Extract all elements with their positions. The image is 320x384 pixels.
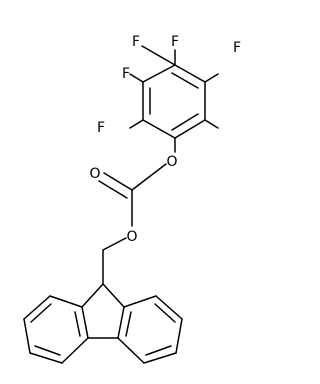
carbonate-linker <box>98 137 176 285</box>
fluorine-label: F <box>97 120 105 136</box>
bond <box>29 352 63 364</box>
bond <box>174 64 206 83</box>
oxygen-label: O <box>126 229 137 245</box>
atom-labels: F F F F F O O O <box>89 34 241 245</box>
pentafluorophenyl-ring <box>141 45 206 139</box>
bond <box>142 64 176 83</box>
oxygen-label: O <box>89 166 100 182</box>
bond <box>143 352 177 364</box>
bond <box>49 295 83 308</box>
bond <box>204 119 219 129</box>
bond <box>23 295 51 320</box>
bond <box>98 180 128 199</box>
bond <box>117 337 145 364</box>
bond <box>81 283 104 308</box>
bond <box>204 73 219 83</box>
bond <box>171 113 199 131</box>
bond <box>117 306 125 339</box>
bond <box>23 318 31 354</box>
bond <box>174 119 206 139</box>
bond <box>125 311 132 337</box>
bond <box>102 283 125 308</box>
bond <box>103 172 133 191</box>
bond <box>131 163 167 191</box>
oxygen-label: O <box>166 154 177 170</box>
fluorene-ring-system <box>23 283 183 364</box>
bond <box>61 337 89 364</box>
bond <box>175 318 183 354</box>
fluorine-label: F <box>122 66 130 82</box>
bond <box>154 303 176 323</box>
bond <box>145 345 172 356</box>
bond <box>155 295 183 320</box>
fluorine-label: F <box>132 34 140 50</box>
bond <box>123 295 157 308</box>
bond <box>34 345 61 356</box>
bond <box>30 303 52 323</box>
fluorine-label: F <box>171 34 179 50</box>
bond <box>171 72 199 89</box>
bond <box>102 237 127 251</box>
bond <box>81 306 89 339</box>
bond <box>142 119 176 139</box>
fluorine-label: F <box>233 40 241 56</box>
bond <box>129 73 144 83</box>
bond <box>141 45 176 66</box>
molecule-structure: F F F F F O O O <box>23 34 241 364</box>
bond <box>129 119 144 129</box>
fluorine-bonds <box>129 49 219 129</box>
bond <box>74 311 81 337</box>
